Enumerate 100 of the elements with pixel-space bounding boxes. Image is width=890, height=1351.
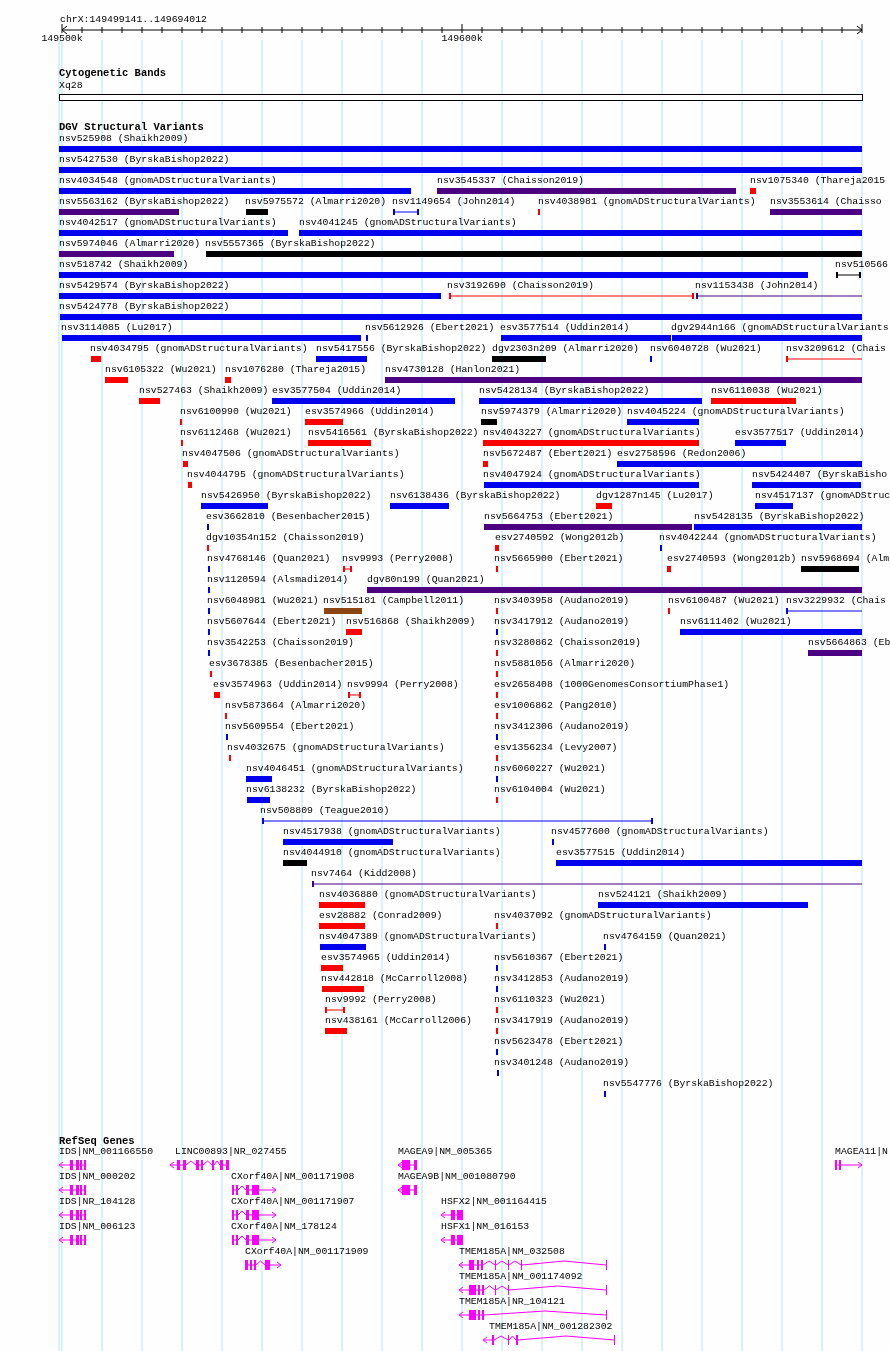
variant-label: nsv5974046 (Almarri2020) bbox=[59, 238, 201, 250]
variant-label: nsv4730128 (Hanlon2021) bbox=[385, 364, 521, 376]
variant-label: esv3577515 (Uddin2014) bbox=[556, 847, 686, 859]
variant-label: nsv5429574 (ByrskaBishop2022) bbox=[59, 280, 230, 292]
variant-label: dgv10354n152 (Chaisson2019) bbox=[206, 532, 365, 544]
variant-label: nsv5873664 (Almarri2020) bbox=[225, 700, 367, 712]
scale-label: 149600k bbox=[441, 33, 483, 45]
band-label: Xq28 bbox=[59, 80, 83, 92]
variant-label: nsv5563162 (ByrskaBishop2022) bbox=[59, 196, 230, 208]
variant-label: nsv515181 (Campbell2011) bbox=[323, 595, 465, 607]
variant-label: nsv3280862 (Chaisson2019) bbox=[494, 637, 641, 649]
variant-label: nsv1120594 (Alsmadi2014) bbox=[207, 574, 349, 586]
variant-label: nsv4034795 (gnomADStructuralVariants) bbox=[90, 343, 308, 355]
variant-label: nsv4041245 (gnomADStructuralVariants) bbox=[299, 217, 517, 229]
variant-label: nsv7464 (Kidd2008) bbox=[311, 868, 417, 880]
variant-label: nsv3542253 (Chaisson2019) bbox=[207, 637, 354, 649]
variant-label: nsv5664753 (Ebert2021) bbox=[484, 511, 614, 523]
variant-label: nsv3403958 (Audano2019) bbox=[494, 595, 630, 607]
variant-label: dgv2303n209 (Almarri2020) bbox=[492, 343, 639, 355]
variant-label: nsv3114085 (Lu2017) bbox=[61, 322, 173, 334]
variant-label: nsv4042244 (gnomADStructuralVariants) bbox=[659, 532, 877, 544]
variant-label: nsv524121 (Shaikh2009) bbox=[598, 889, 728, 901]
variant-label: nsv6048981 (Wu2021) bbox=[207, 595, 319, 607]
variant-label: nsv6104004 (Wu2021) bbox=[494, 784, 606, 796]
variant-label: nsv525908 (Shaikh2009) bbox=[59, 133, 189, 145]
variant-label: nsv3229932 (Chais bbox=[786, 595, 886, 607]
variant-label: nsv4047506 (gnomADStructuralVariants) bbox=[182, 448, 400, 460]
variant-label: nsv4044910 (gnomADStructuralVariants) bbox=[283, 847, 501, 859]
variant-label: nsv5612926 (Ebert2021) bbox=[365, 322, 495, 334]
variant-label: nsv1076280 (Thareja2015) bbox=[225, 364, 367, 376]
variant-label: esv2758596 (Redon2006) bbox=[617, 448, 747, 460]
gene-label: HSFX2|NM_001164415 bbox=[441, 1196, 547, 1208]
variant-label: esv2740592 (Wong2012b) bbox=[495, 532, 625, 544]
variant-label: nsv6138232 (ByrskaBishop2022) bbox=[246, 784, 417, 796]
variant-label: nsv6040728 (Wu2021) bbox=[650, 343, 762, 355]
variant-label: nsv5428135 (ByrskaBishop2022) bbox=[694, 511, 865, 523]
variant-label: nsv3417912 (Audano2019) bbox=[494, 616, 630, 628]
gene-label: MAGEA9|NM_005365 bbox=[398, 1146, 493, 1158]
variant-label: nsv5968694 (Alm bbox=[801, 553, 890, 565]
variant-label: nsv3412853 (Audano2019) bbox=[494, 973, 630, 985]
variant-label: nsv5975572 (Almarri2020) bbox=[245, 196, 387, 208]
variant-label: nsv5417556 (ByrskaBishop2022) bbox=[316, 343, 487, 355]
gene-label: LINC00893|NR_027455 bbox=[175, 1146, 287, 1158]
variant-label: esv3574963 (Uddin2014) bbox=[213, 679, 343, 691]
variant-label: esv3574966 (Uddin2014) bbox=[305, 406, 435, 418]
variant-label: esv3577514 (Uddin2014) bbox=[500, 322, 630, 334]
variant-label: nsv4517137 (gnomADStruc bbox=[755, 490, 890, 502]
track-title: Cytogenetic Bands bbox=[59, 67, 167, 79]
variant-label: nsv5609554 (Ebert2021) bbox=[225, 721, 355, 733]
variant-label: nsv4764159 (Quan2021) bbox=[603, 931, 727, 943]
variant-label: nsv3401248 (Audano2019) bbox=[494, 1057, 630, 1069]
variant-label: nsv5426950 (ByrskaBishop2022) bbox=[201, 490, 372, 502]
variant-label: nsv4034548 (gnomADStructuralVariants) bbox=[59, 175, 277, 187]
variant-label: nsv4043227 (gnomADStructuralVariants) bbox=[483, 427, 701, 439]
variant-label: nsv5607644 (Ebert2021) bbox=[207, 616, 337, 628]
track-title: RefSeq Genes bbox=[59, 1135, 135, 1147]
variant-label: nsv3417919 (Audano2019) bbox=[494, 1015, 630, 1027]
variant-label: nsv6100487 (Wu2021) bbox=[668, 595, 780, 607]
variant-label: esv3662810 (Besenbacher2015) bbox=[206, 511, 371, 523]
variant-label: nsv6138436 (ByrskaBishop2022) bbox=[390, 490, 561, 502]
variant-label: nsv4577600 (gnomADStructuralVariants) bbox=[551, 826, 769, 838]
variant-label: nsv510566 bbox=[835, 259, 888, 271]
variant-label: nsv1153438 (John2014) bbox=[695, 280, 819, 292]
variant-label: esv2740593 (Wong2012b) bbox=[667, 553, 797, 565]
scale-label: 149500k bbox=[41, 33, 83, 45]
variant-label: dgv2944n166 (gnomADStructuralVariants bbox=[671, 322, 889, 334]
variant-label: nsv6110323 (Wu2021) bbox=[494, 994, 606, 1006]
variant-label: nsv6110038 (Wu2021) bbox=[711, 385, 823, 397]
variant-label: nsv5547776 (ByrskaBishop2022) bbox=[603, 1078, 774, 1090]
gene-label: TMEM185A|NM_001282302 bbox=[489, 1321, 613, 1333]
variant-label: esv28882 (Conrad2009) bbox=[319, 910, 443, 922]
variant-label: nsv5428134 (ByrskaBishop2022) bbox=[479, 385, 650, 397]
gene-label: IDS|NR_104128 bbox=[59, 1196, 136, 1208]
variant-label: esv3574965 (Uddin2014) bbox=[321, 952, 451, 964]
variant-label: dgv80n199 (Quan2021) bbox=[367, 574, 485, 586]
variant-label: nsv4047924 (gnomADStructuralVariants) bbox=[483, 469, 701, 481]
chromosome-location: chrX:149499141..149694012 bbox=[60, 14, 207, 26]
variant-label: nsv4047389 (gnomADStructuralVariants) bbox=[319, 931, 537, 943]
variant-label: nsv3412306 (Audano2019) bbox=[494, 721, 630, 733]
variant-label: nsv5416561 (ByrskaBishop2022) bbox=[308, 427, 479, 439]
variant-label: nsv4037092 (gnomADStructuralVariants) bbox=[494, 910, 712, 922]
variant-label: nsv3553614 (Chaisso bbox=[770, 196, 882, 208]
variant-label: nsv442818 (McCarroll2008) bbox=[321, 973, 468, 985]
variant-label: nsv9994 (Perry2008) bbox=[347, 679, 459, 691]
variant-label: nsv5424778 (ByrskaBishop2022) bbox=[59, 301, 230, 313]
variant-label: esv1006862 (Pang2010) bbox=[494, 700, 618, 712]
gene-label: HSFX1|NM_016153 bbox=[441, 1221, 530, 1233]
variant-label: esv3577517 (Uddin2014) bbox=[735, 427, 865, 439]
variant-label: nsv6060227 (Wu2021) bbox=[494, 763, 606, 775]
variant-label: nsv5623478 (Ebert2021) bbox=[494, 1036, 624, 1048]
gene-label: CXorf40A|NM_001171907 bbox=[231, 1196, 355, 1208]
variant-label: nsv1075340 (Thareja2015 bbox=[750, 175, 886, 187]
variant-label: nsv5881056 (Almarri2020) bbox=[494, 658, 636, 670]
variant-label: dgv1287n145 (Lu2017) bbox=[596, 490, 714, 502]
gene-label: CXorf40A|NM_001171908 bbox=[231, 1171, 355, 1183]
variant-label: esv1356234 (Levy2007) bbox=[494, 742, 618, 754]
gene-label: CXorf40A|NM_001171909 bbox=[245, 1246, 369, 1258]
variant-label: nsv9993 (Perry2008) bbox=[342, 553, 454, 565]
variant-label: nsv5672487 (Ebert2021) bbox=[483, 448, 613, 460]
variant-label: nsv6100990 (Wu2021) bbox=[180, 406, 292, 418]
